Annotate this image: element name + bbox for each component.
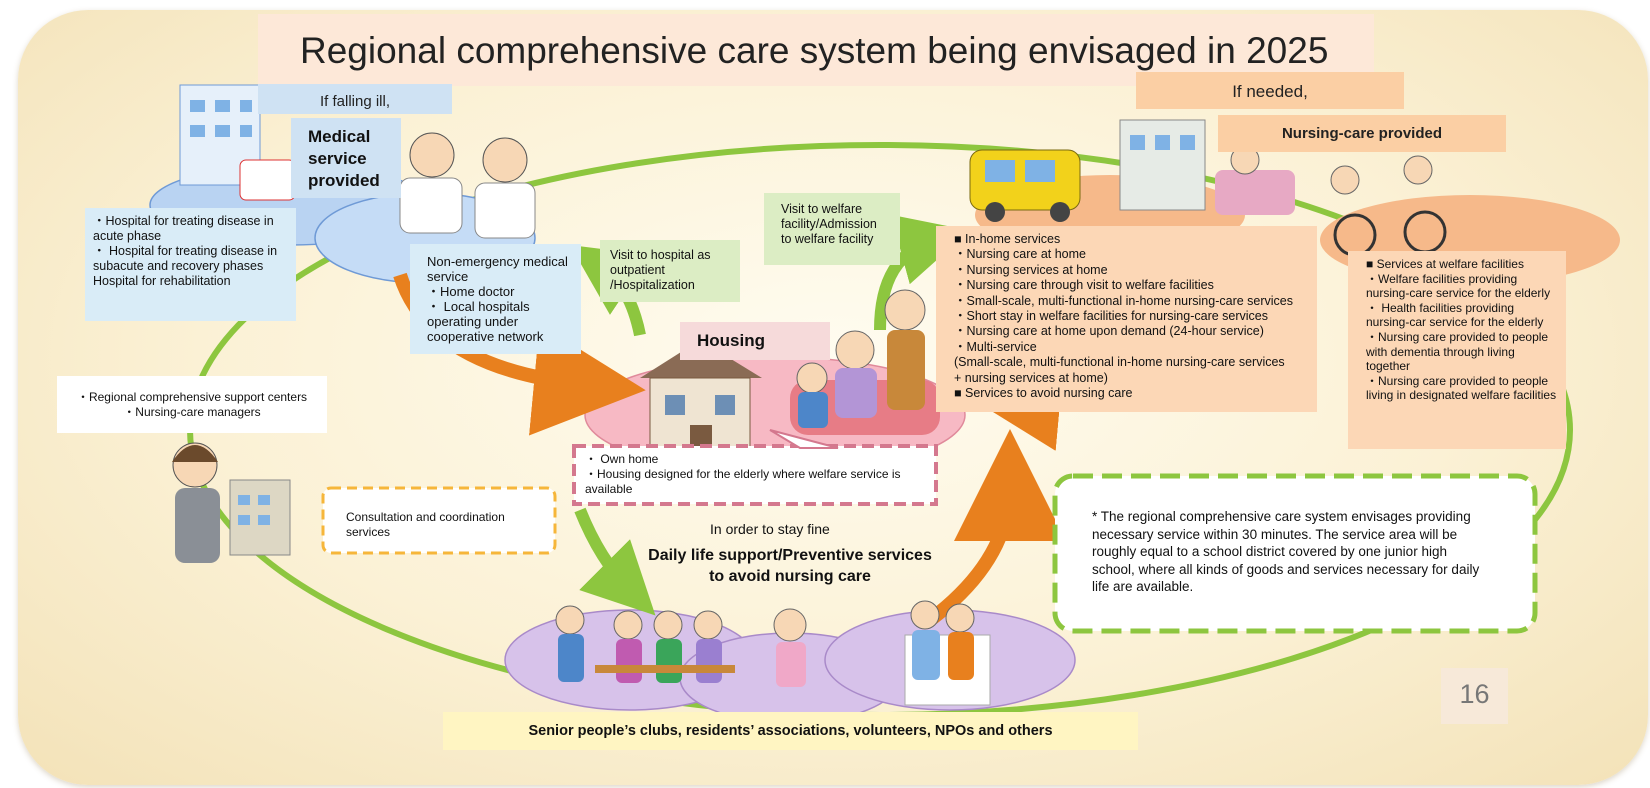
facility-item-5: ・Nursing care provided to people living … xyxy=(1366,373,1557,403)
care-manager-illustration xyxy=(172,442,291,563)
support-centers-box: ・Regional comprehensive support centers … xyxy=(57,376,327,433)
in-home-item-11: ■ Services to avoid nursing care xyxy=(954,386,1133,401)
hospitals-box: ・Hospital for treating disease in acute … xyxy=(85,208,296,321)
page-number: 16 xyxy=(1441,668,1508,724)
in-home-services-box: ■ In-home services ・Nursing care at home… xyxy=(936,226,1317,412)
facility-item-2: ・Welfare facilities providing nursing-ca… xyxy=(1366,271,1551,301)
medical-header: If falling ill, xyxy=(258,84,452,114)
clinic-item-1: Non-emergency medical service xyxy=(427,254,568,284)
facility-item-1: ■ Services at welfare facilities xyxy=(1366,257,1524,271)
in-home-item-10: + nursing services at home) xyxy=(954,370,1108,385)
in-home-item-1: ■ In-home services xyxy=(954,232,1061,246)
seniors-illustration xyxy=(555,600,991,706)
consultation-border xyxy=(321,486,557,555)
housing-item-1: ・ Own home xyxy=(585,452,659,466)
facility-item-3: ・ Health facilities providing nursing-ca… xyxy=(1366,300,1544,330)
in-home-item-8: ・Multi-service xyxy=(954,339,1037,354)
daily-life-title: Daily life support/Preventive services t… xyxy=(615,545,965,589)
medical-title: Medical service provided xyxy=(291,118,401,198)
facility-services-box: ■ Services at welfare facilities ・Welfar… xyxy=(1348,251,1566,449)
in-home-item-5: ・Small-scale, multi-functional in-home n… xyxy=(954,293,1294,308)
in-home-item-6: ・Short stay in welfare facilities for nu… xyxy=(954,309,1269,324)
visit-hospital-label: Visit to hospital as outpatient /Hospita… xyxy=(600,240,740,302)
in-home-item-4: ・Nursing care through visit to welfare f… xyxy=(954,278,1214,293)
consultation-label: Consultation and coordination services xyxy=(346,510,505,539)
clinic-item-3: ・ Local hospitals operating under cooper… xyxy=(427,299,544,344)
housing-callout-border xyxy=(572,444,938,506)
service-area-note: * The regional comprehensive care system… xyxy=(1092,509,1480,595)
housing-items: ・ Own home ・Housing designed for the eld… xyxy=(585,452,925,498)
community-groups-label: Senior people’s clubs, residents’ associ… xyxy=(443,712,1138,750)
housing-title: Housing xyxy=(680,322,830,360)
arrow-community-to-housing xyxy=(925,429,1066,626)
housing-callout-pointer xyxy=(769,429,839,449)
hospital-item-2: ・ Hospital for treating disease in subac… xyxy=(93,244,278,273)
hospital-item-3: Hospital for rehabilitation xyxy=(93,274,231,288)
clinic-item-2: ・Home doctor xyxy=(427,284,515,299)
support-center-item-2: ・Nursing-care managers xyxy=(123,405,261,419)
family-illustration xyxy=(790,289,940,435)
in-home-item-9: (Small-scale, multi-functional in-home n… xyxy=(954,355,1285,370)
visit-welfare-label: Visit to welfare facility/Admission to w… xyxy=(764,193,900,265)
in-home-item-7: ・Nursing care at home upon demand (24-ho… xyxy=(954,324,1264,339)
in-home-item-2: ・Nursing care at home xyxy=(954,247,1087,262)
hospital-item-1: ・Hospital for treating disease in acute … xyxy=(93,214,274,243)
hospital-illustration xyxy=(179,84,296,201)
daily-life-title-line-2: to avoid nursing care xyxy=(709,568,871,585)
arrow-housing-to-welfare xyxy=(874,214,970,331)
clinics-box: Non-emergency medical service ・Home doct… xyxy=(410,244,581,354)
in-home-item-3: ・Nursing services at home xyxy=(954,262,1108,277)
note-border xyxy=(1052,473,1538,634)
arrow-housing-to-community xyxy=(574,507,656,616)
housing-item-2: ・Housing designed for the elderly where … xyxy=(585,467,901,496)
support-center-item-1: ・Regional comprehensive support centers xyxy=(76,390,308,404)
daily-life-title-line-1: Daily life support/Preventive services xyxy=(648,547,932,564)
doctors-illustration xyxy=(399,132,536,239)
nursing-title: Nursing-care provided xyxy=(1218,115,1506,152)
daily-life-subtitle: In order to stay fine xyxy=(710,521,830,537)
facility-item-4: ・Nursing care provided to people with de… xyxy=(1366,329,1549,374)
nursing-header: If needed, xyxy=(1136,72,1404,109)
